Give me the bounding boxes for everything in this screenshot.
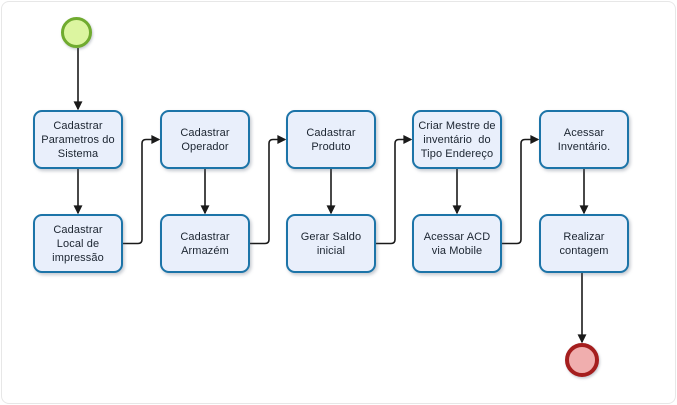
start-event-circle[interactable] [61, 17, 92, 48]
node-label: Acessar Inventário. [557, 126, 611, 153]
flow-node-cadastrar-operador[interactable]: Cadastrar Operador [160, 110, 250, 169]
node-label: Realizar contagem [559, 230, 609, 257]
flow-node-acessar-inventario[interactable]: Acessar Inventário. [539, 110, 629, 169]
flow-node-realizar-contagem[interactable]: Realizar contagem [539, 214, 629, 273]
node-label: Cadastrar Produto [306, 126, 356, 153]
flow-node-cadastrar-parametros-sistema[interactable]: Cadastrar Parametros do Sistema [33, 110, 123, 169]
connector-n7-to-n3 [250, 135, 287, 245]
connector-n6-to-n2 [123, 135, 161, 245]
node-label: Cadastrar Operador [180, 126, 230, 153]
flow-node-criar-mestre-inventario[interactable]: Criar Mestre de inventário do Tipo Ender… [412, 110, 502, 169]
node-label: Cadastrar Local de impressão [52, 223, 104, 264]
end-event-circle[interactable] [565, 343, 599, 377]
flow-node-gerar-saldo-inicial[interactable]: Gerar Saldo inicial [286, 214, 376, 273]
connector-n8-to-n4 [376, 135, 413, 245]
flow-node-acessar-acd-mobile[interactable]: Acessar ACD via Mobile [412, 214, 502, 273]
node-label: Cadastrar Armazém [180, 230, 230, 257]
flow-node-cadastrar-armazem[interactable]: Cadastrar Armazém [160, 214, 250, 273]
node-label: Acessar ACD via Mobile [423, 230, 491, 257]
node-label: Cadastrar Parametros do Sistema [41, 119, 115, 160]
flow-node-cadastrar-produto[interactable]: Cadastrar Produto [286, 110, 376, 169]
node-label: Gerar Saldo inicial [300, 230, 362, 257]
connector-n9-to-n5 [502, 135, 540, 245]
node-label: Criar Mestre de inventário do Tipo Ender… [418, 119, 496, 160]
flow-node-cadastrar-local-impressao[interactable]: Cadastrar Local de impressão [33, 214, 123, 273]
